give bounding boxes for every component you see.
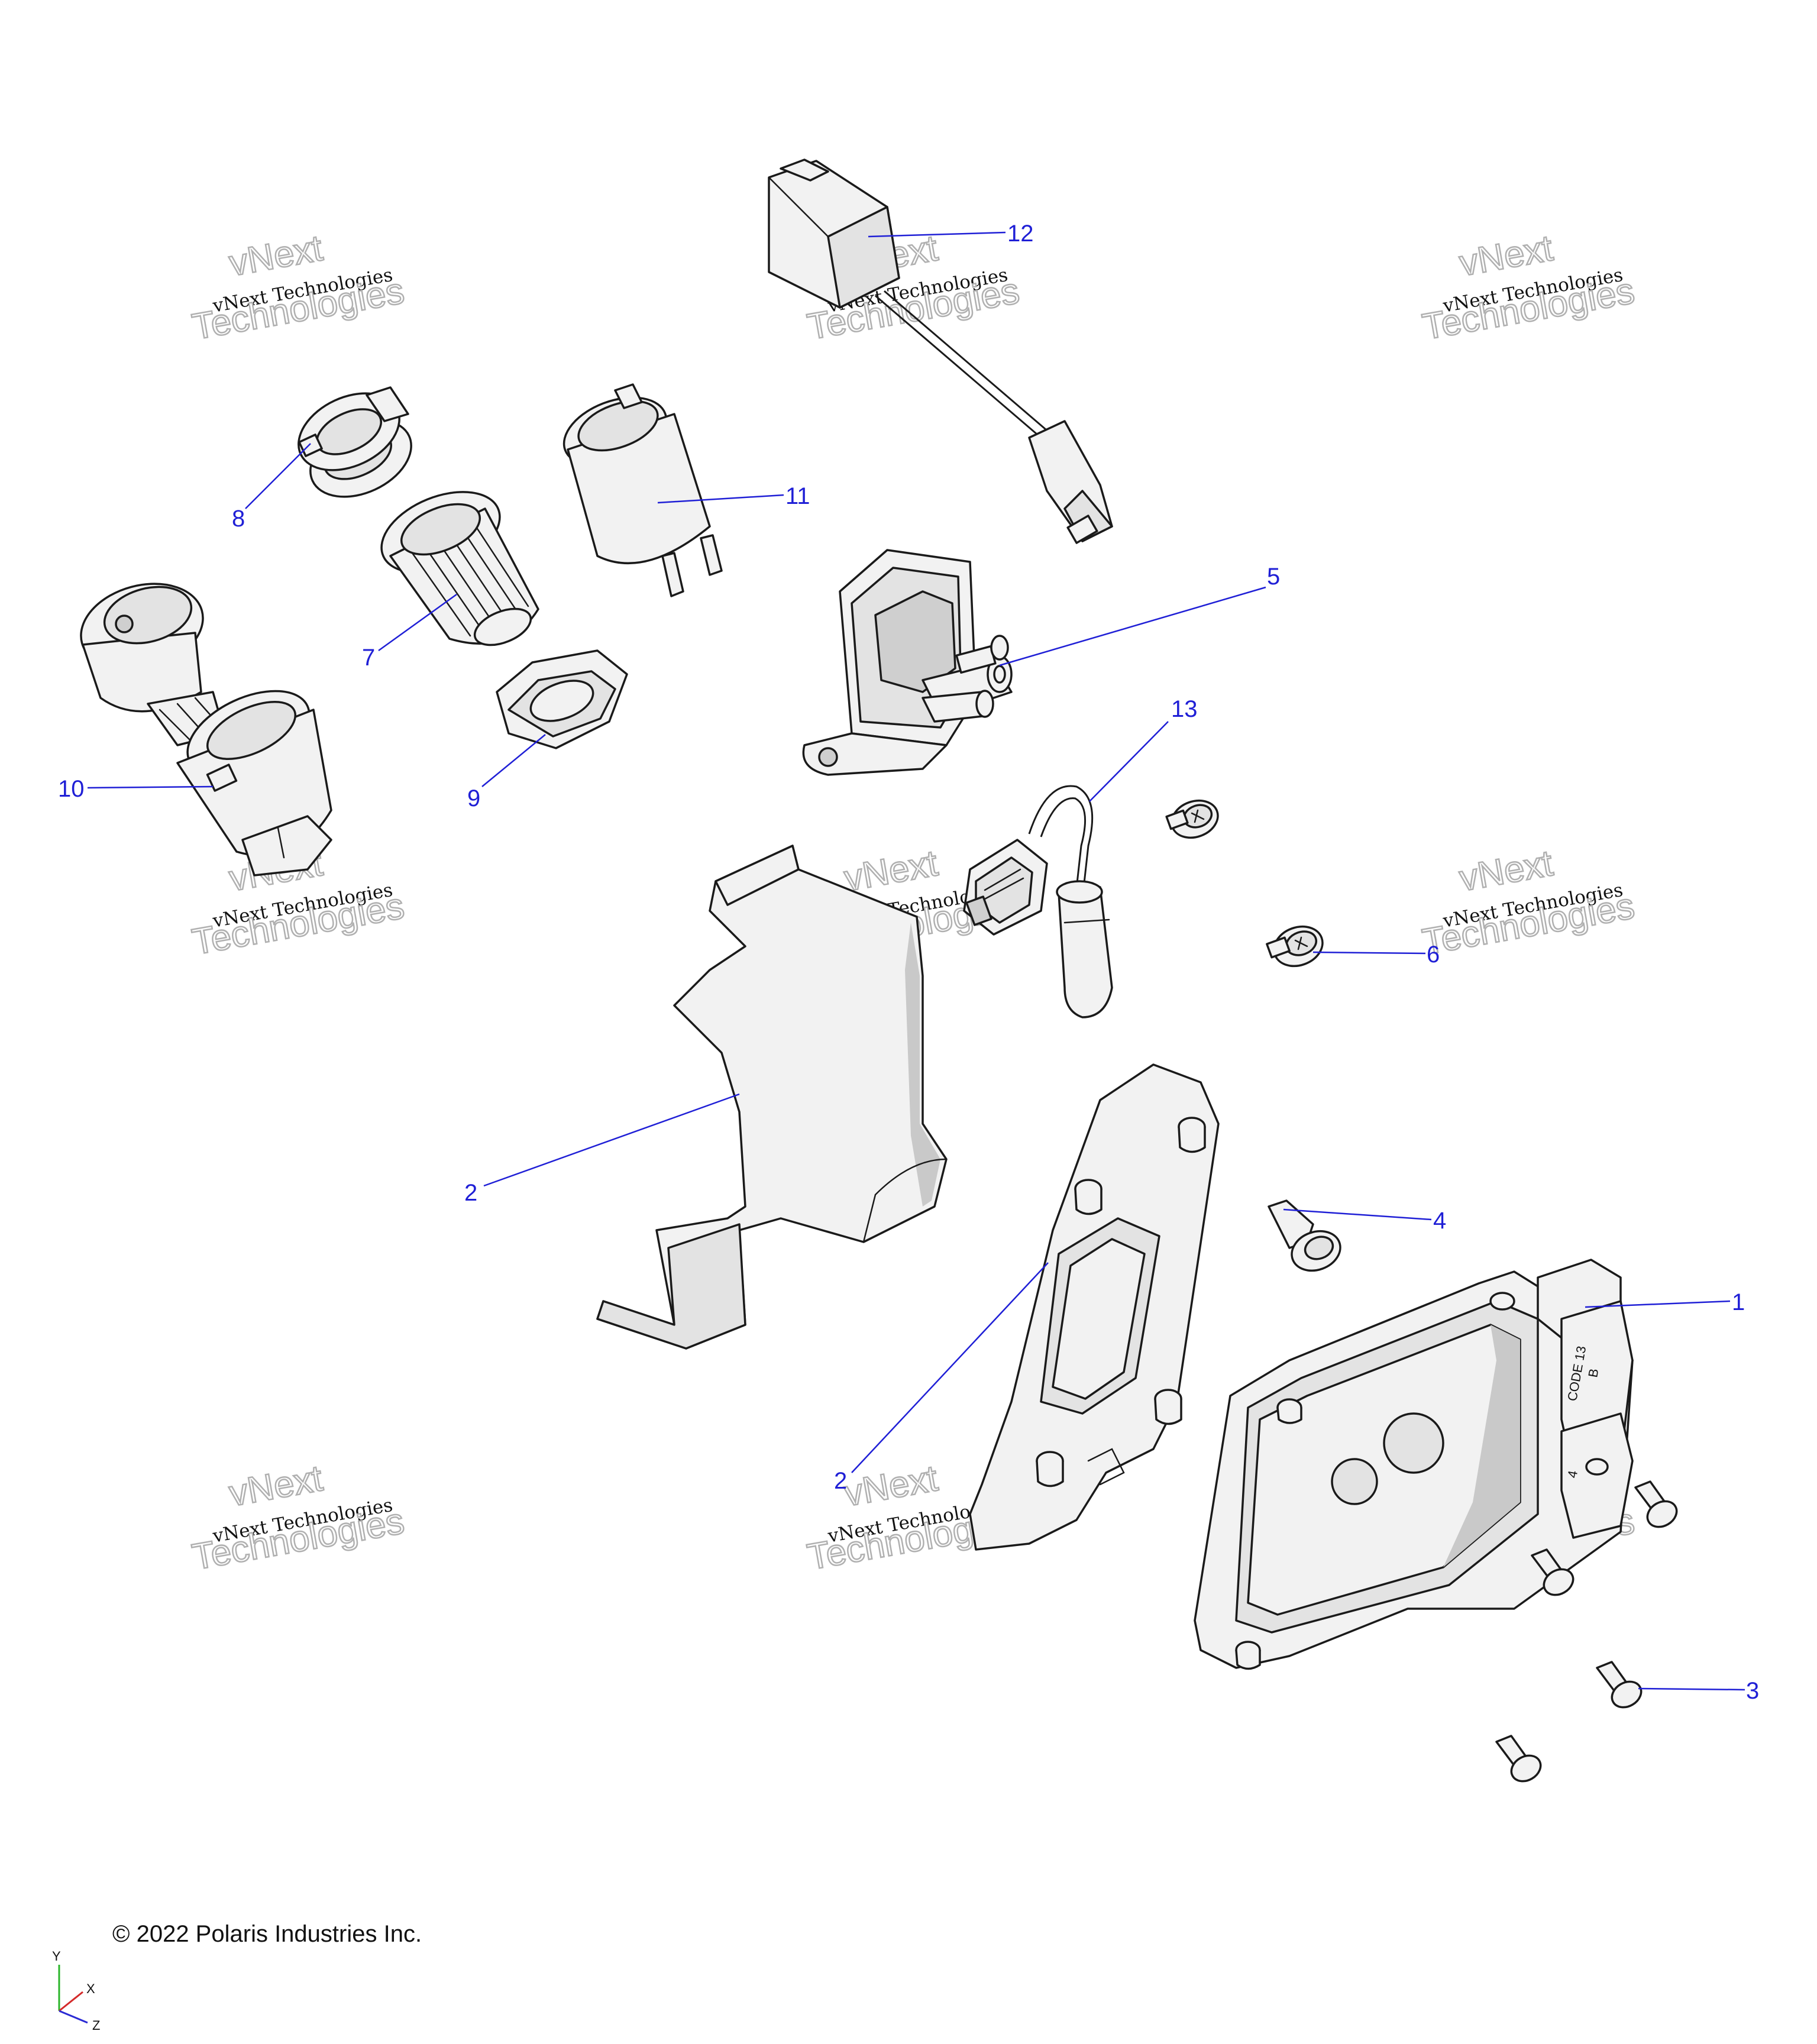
axis-triad: Y X Z	[52, 1949, 100, 2033]
leader-line-13	[1089, 721, 1169, 802]
axis-x-label: X	[86, 1981, 95, 1996]
svg-text:vNext: vNext	[1456, 228, 1556, 284]
part-6-screw	[1266, 925, 1324, 968]
part-2-mounting-plate	[969, 1063, 1220, 1551]
part-11-relay	[562, 383, 723, 597]
callout-7: 7	[362, 645, 375, 671]
callout-8: 8	[232, 506, 245, 532]
axis-y-label: Y	[52, 1949, 61, 1964]
svg-text:vNext: vNext	[841, 843, 940, 899]
svg-text:vNext: vNext	[226, 1458, 325, 1514]
leader-line-7	[378, 593, 457, 652]
leader-line-2-plate	[851, 1262, 1049, 1473]
module-marking: 4	[1564, 1469, 1580, 1479]
leader-line-6	[1312, 951, 1426, 955]
leader-line-8	[245, 443, 311, 509]
watermark: vNext vNext Technologies Technologies	[1419, 227, 1638, 348]
leader-line-12	[868, 231, 1006, 238]
callout-2-cover: 2	[464, 1180, 477, 1206]
leader-line-2-cover	[483, 1093, 740, 1187]
leader-line-11	[657, 494, 784, 504]
callout-10: 10	[58, 776, 85, 802]
svg-text:vNext: vNext	[841, 1458, 940, 1514]
callout-6: 6	[1427, 942, 1440, 968]
part-12-sensor	[768, 159, 1113, 544]
part-7-threaded-socket	[380, 491, 539, 646]
svg-text:vNext: vNext	[226, 228, 325, 284]
part-3-screw	[1495, 1735, 1542, 1783]
part-4-push-rivet	[1268, 1199, 1341, 1272]
part-3-screw	[1634, 1480, 1678, 1528]
part-6-screw	[1165, 799, 1219, 839]
callout-4: 4	[1433, 1208, 1446, 1234]
callout-2-plate: 2	[834, 1468, 847, 1494]
watermark: vNext vNext Technologies Technologies	[189, 1457, 408, 1579]
part-8-bezel-nut	[298, 386, 412, 498]
svg-text:vNext: vNext	[1456, 843, 1556, 899]
leader-line-4	[1283, 1208, 1432, 1221]
callout-9: 9	[467, 785, 480, 811]
part-9-lock-nut	[496, 649, 628, 749]
axis-z-label: Z	[92, 2018, 100, 2033]
watermark: vNext vNext Technologies Technologies	[189, 227, 408, 348]
callout-1: 1	[1732, 1289, 1745, 1315]
callout-13: 13	[1171, 696, 1198, 722]
callout-11: 11	[785, 483, 810, 509]
leader-line-9	[481, 734, 546, 787]
leader-line-10	[87, 785, 214, 789]
leader-line-3	[1638, 1687, 1745, 1691]
copyright-notice: © 2022 Polaris Industries Inc.	[112, 1921, 422, 1947]
part-5-solenoid	[802, 549, 1013, 776]
part-1-ecu-module: CODE 13 B 4	[1194, 1259, 1634, 1670]
part-10-ignition-switch	[80, 583, 332, 877]
module-marking: B	[1585, 1367, 1601, 1379]
part-13-pigtail	[963, 785, 1113, 1018]
callout-12: 12	[1007, 221, 1034, 247]
part-3-screw	[1596, 1661, 1643, 1709]
leader-line-5	[999, 586, 1266, 667]
part-3-screw	[1531, 1548, 1574, 1596]
leader-line-1	[1585, 1300, 1731, 1308]
callout-3: 3	[1746, 1678, 1759, 1704]
watermark: vNext vNext Technologies Technologies	[1419, 842, 1638, 963]
part-2-bracket-cover	[596, 845, 948, 1350]
callout-5: 5	[1267, 564, 1280, 590]
